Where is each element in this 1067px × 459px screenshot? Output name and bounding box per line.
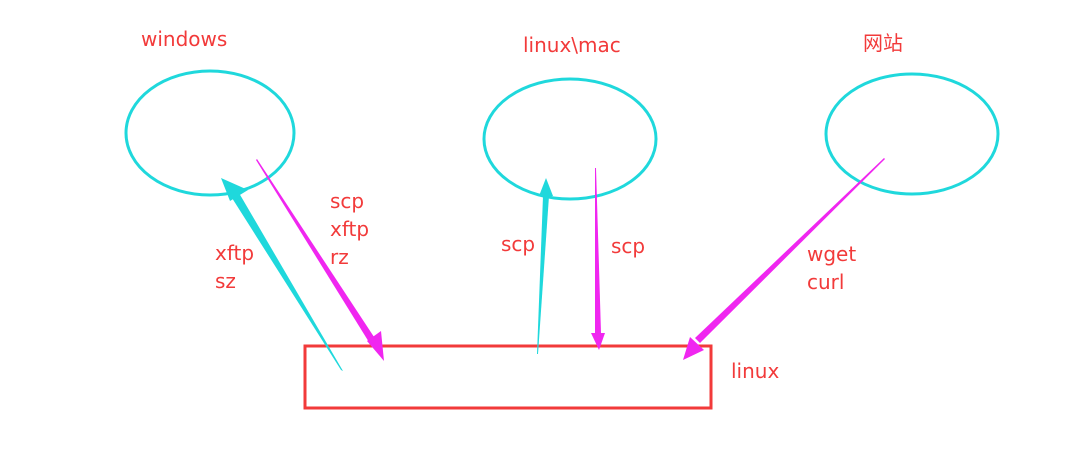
edge-label-scp-mac-up: scp <box>501 232 536 256</box>
edge-label-wget: wget <box>807 242 857 266</box>
linux-label: linux <box>731 359 780 383</box>
edge-label-xftp-down: xftp <box>330 217 370 241</box>
edge-label-curl: curl <box>807 270 845 294</box>
windows-node-ellipse <box>124 69 296 197</box>
edge-label-scp-win: scp <box>330 189 365 213</box>
edge-label-xftp-up: xftp <box>215 241 255 265</box>
website-label: 网站 <box>863 31 903 55</box>
linux-mac-label: linux\mac <box>523 33 621 57</box>
edge-label-sz: sz <box>215 269 236 293</box>
linux-node-box <box>303 344 713 410</box>
arrow-windows-to-linux <box>256 159 384 361</box>
arrow-website-to-linux <box>683 158 885 360</box>
edge-label-rz: rz <box>330 245 349 269</box>
arrow-linuxmac-to-linux <box>591 168 605 350</box>
arrow-linux-to-linuxmac <box>537 178 553 354</box>
website-node-ellipse <box>824 72 1000 196</box>
linux-mac-node-ellipse <box>482 77 658 201</box>
edge-label-scp-mac-down: scp <box>611 234 646 258</box>
windows-label: windows <box>141 27 228 51</box>
arrow-linux-to-windows <box>221 178 343 371</box>
